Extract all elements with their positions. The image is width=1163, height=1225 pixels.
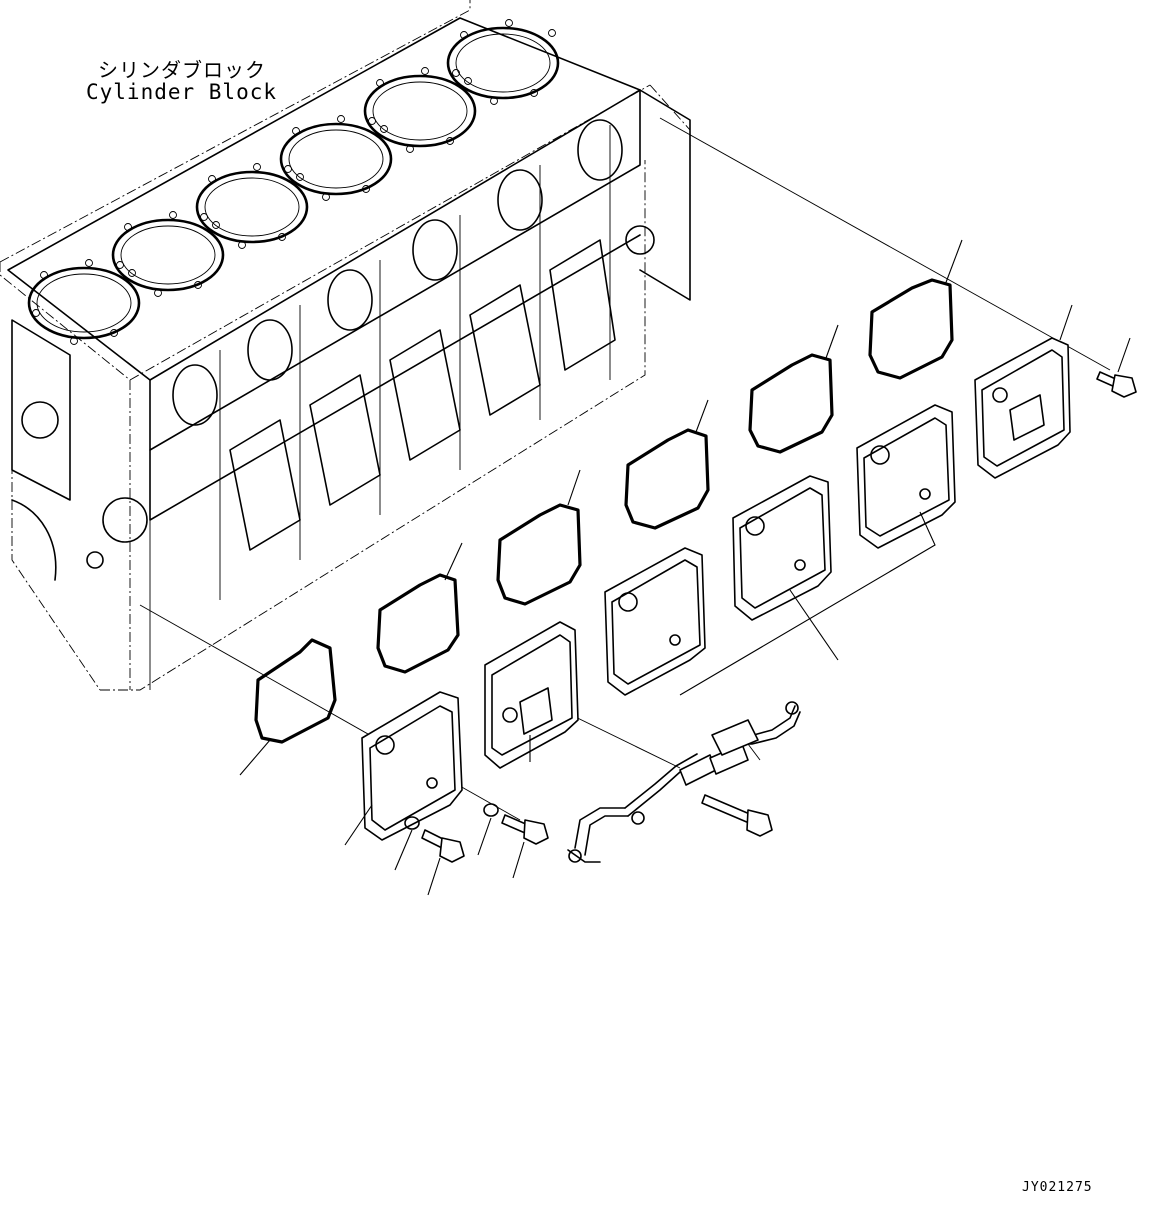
bolt-hole — [110, 329, 118, 337]
bolt-1 — [421, 829, 465, 863]
block-bolt-holes — [32, 19, 556, 345]
cylinder-bores — [27, 26, 560, 340]
bolt-hole — [530, 89, 538, 97]
bolt-hole — [70, 337, 78, 345]
fasteners — [404, 371, 1137, 863]
cylinder-block-label-japanese: シリンダブロック — [98, 58, 266, 82]
drawing-number: JY021275 — [1022, 1180, 1093, 1195]
bolt-hole — [40, 271, 48, 279]
bolt-hole — [421, 67, 429, 75]
side-cover-3 — [604, 547, 706, 696]
bolt-hole — [446, 137, 454, 145]
bolt-hole — [337, 115, 345, 123]
bolt-hole — [490, 97, 498, 105]
block-side-openings — [172, 119, 623, 551]
bolt-hole — [238, 241, 246, 249]
gasket-2 — [376, 573, 460, 674]
gasket-6 — [868, 278, 954, 380]
bolt-hole — [154, 289, 162, 297]
cylinder-block-label-english: Cylinder Block — [86, 80, 278, 104]
bolt-hole — [284, 165, 292, 173]
bolt-hole — [124, 223, 132, 231]
side-covers — [361, 337, 1071, 841]
gaskets — [254, 278, 954, 744]
bolt-hole — [380, 125, 388, 133]
bolt-hole — [452, 69, 460, 77]
leader-lines — [239, 239, 1131, 896]
bolt-3 — [701, 794, 773, 837]
assembly-lines — [139, 117, 1111, 821]
bolt-hole — [368, 117, 376, 125]
bolt-hole — [208, 175, 216, 183]
bolt-hole — [460, 31, 468, 39]
bolt-hole — [32, 309, 40, 317]
gasket-4 — [624, 428, 710, 530]
bolt-hole — [322, 193, 330, 201]
side-cover-6 — [974, 337, 1071, 479]
bolt-hole — [169, 211, 177, 219]
bolt-rear — [1096, 371, 1137, 398]
side-cover-4 — [732, 475, 832, 621]
bolt-hole — [292, 127, 300, 135]
bolt-hole — [376, 79, 384, 87]
gasket-3 — [496, 503, 582, 606]
bolt-hole — [362, 185, 370, 193]
bolt-hole — [406, 145, 414, 153]
bolt-hole — [212, 221, 220, 229]
bolt-hole — [296, 173, 304, 181]
gasket-1 — [254, 638, 337, 744]
bolt-hole — [278, 233, 286, 241]
bolt-hole — [548, 29, 556, 37]
bolt-2 — [501, 814, 549, 845]
bolt-hole — [200, 213, 208, 221]
bolt-hole — [505, 19, 513, 27]
washer-2 — [483, 803, 499, 817]
bolt-hole — [464, 77, 472, 85]
gasket-5 — [748, 353, 834, 454]
washer-1 — [404, 816, 420, 830]
cylinder-block — [0, 0, 691, 691]
bolt-hole — [194, 281, 202, 289]
side-cover-5 — [856, 404, 956, 549]
bolt-hole — [116, 261, 124, 269]
bolt-hole — [128, 269, 136, 277]
side-cover-1 — [361, 691, 463, 841]
breather-pipe-assembly — [567, 701, 801, 863]
bolt-hole — [253, 163, 261, 171]
bolt-hole — [85, 259, 93, 267]
side-cover-2 — [484, 621, 579, 769]
